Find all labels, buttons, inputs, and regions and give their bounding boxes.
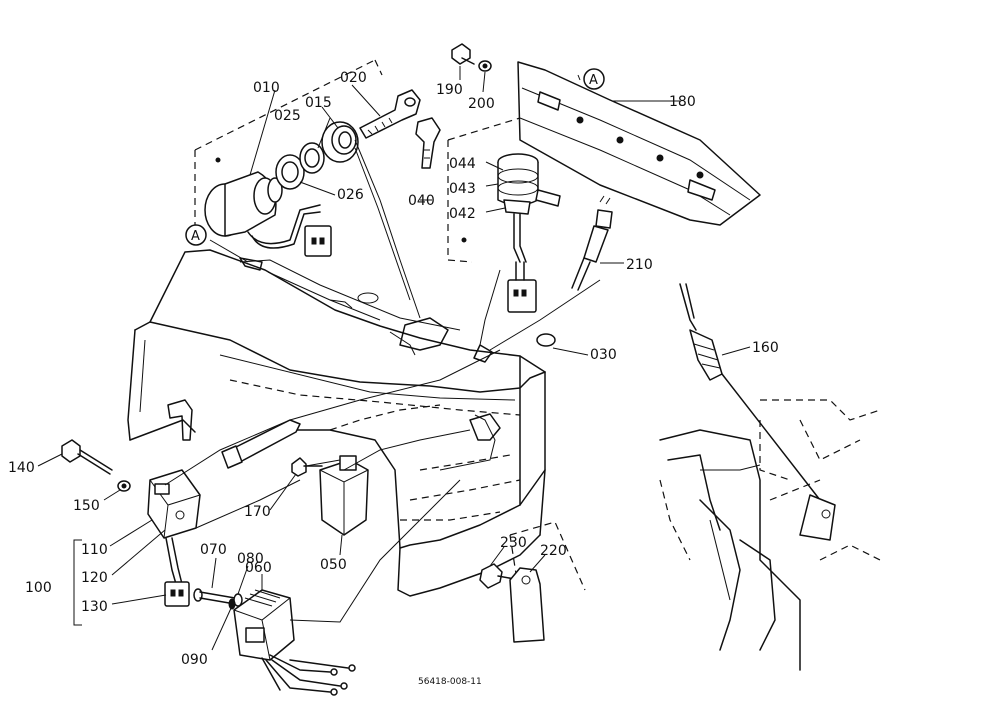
- label-026: 026: [337, 187, 364, 203]
- regulator-060: [233, 589, 356, 696]
- relay-050: [319, 455, 369, 536]
- washer-026: [275, 154, 305, 190]
- ref-a-left-text: A: [191, 229, 200, 244]
- label-230: 230: [500, 535, 527, 551]
- switch-040: [497, 153, 561, 313]
- bolt-230: [479, 563, 521, 589]
- sensor-160: [679, 283, 836, 541]
- bracket-dot: [461, 237, 467, 243]
- key-switch-010: [204, 171, 332, 271]
- label-120: 120: [81, 570, 108, 586]
- label-170: 170: [244, 504, 271, 520]
- leader-lines: [37, 66, 751, 651]
- label-130: 130: [81, 599, 108, 615]
- bolt-140: [61, 439, 113, 475]
- label-110: 110: [81, 542, 108, 558]
- label-044: 044: [449, 156, 476, 172]
- label-220: 220: [540, 543, 567, 559]
- label-050: 050: [320, 557, 347, 573]
- label-043: 043: [449, 181, 476, 197]
- label-060: 060: [245, 560, 272, 576]
- label-025: 025: [274, 108, 301, 124]
- label-080: 080: [237, 551, 264, 567]
- frame-background: [659, 399, 881, 671]
- washer-025: [299, 142, 325, 174]
- washer-090: [228, 598, 236, 610]
- label-030: 030: [590, 347, 617, 363]
- drawing-code: 56418-008-11: [418, 677, 482, 687]
- nut-015: [321, 121, 359, 163]
- group-bracket-040: [447, 117, 521, 263]
- connector-130: [164, 581, 190, 607]
- label-020: 020: [340, 70, 367, 86]
- bolt-170: [291, 457, 323, 477]
- label-180: 180: [669, 94, 696, 110]
- panel-housing: [127, 249, 546, 597]
- lead-210: [571, 195, 613, 291]
- ref-marker-a-right: A: [583, 68, 605, 90]
- bracket-220: [509, 567, 545, 643]
- label-200: 200: [468, 96, 495, 112]
- group-bracket-010: [194, 59, 383, 225]
- label-040: 040: [408, 193, 435, 209]
- washer-150: [117, 480, 131, 492]
- label-140: 140: [8, 460, 35, 476]
- meter-panel-180: [517, 61, 761, 226]
- label-015: 015: [305, 95, 332, 111]
- bracket-dot: [215, 157, 221, 163]
- label-210: 210: [626, 257, 653, 273]
- label-160: 160: [752, 340, 779, 356]
- grommet-030: [536, 333, 556, 347]
- ref-a-right-text: A: [589, 73, 598, 88]
- group-bracket-100: [73, 539, 82, 626]
- ref-marker-a-left: A: [185, 224, 207, 246]
- keys-020: [359, 89, 441, 169]
- label-042: 042: [449, 206, 476, 222]
- relay-110: [147, 469, 201, 539]
- part-labels: 010 020 015 025 026 030 040 042 043 044 …: [8, 70, 779, 668]
- harness-120: [165, 537, 183, 585]
- label-100: 100: [25, 580, 52, 596]
- label-070: 070: [200, 542, 227, 558]
- label-190: 190: [436, 82, 463, 98]
- label-090: 090: [181, 652, 208, 668]
- bolt-190: [451, 43, 475, 65]
- washer-200: [478, 60, 492, 72]
- label-010: 010: [253, 80, 280, 96]
- label-150: 150: [73, 498, 100, 514]
